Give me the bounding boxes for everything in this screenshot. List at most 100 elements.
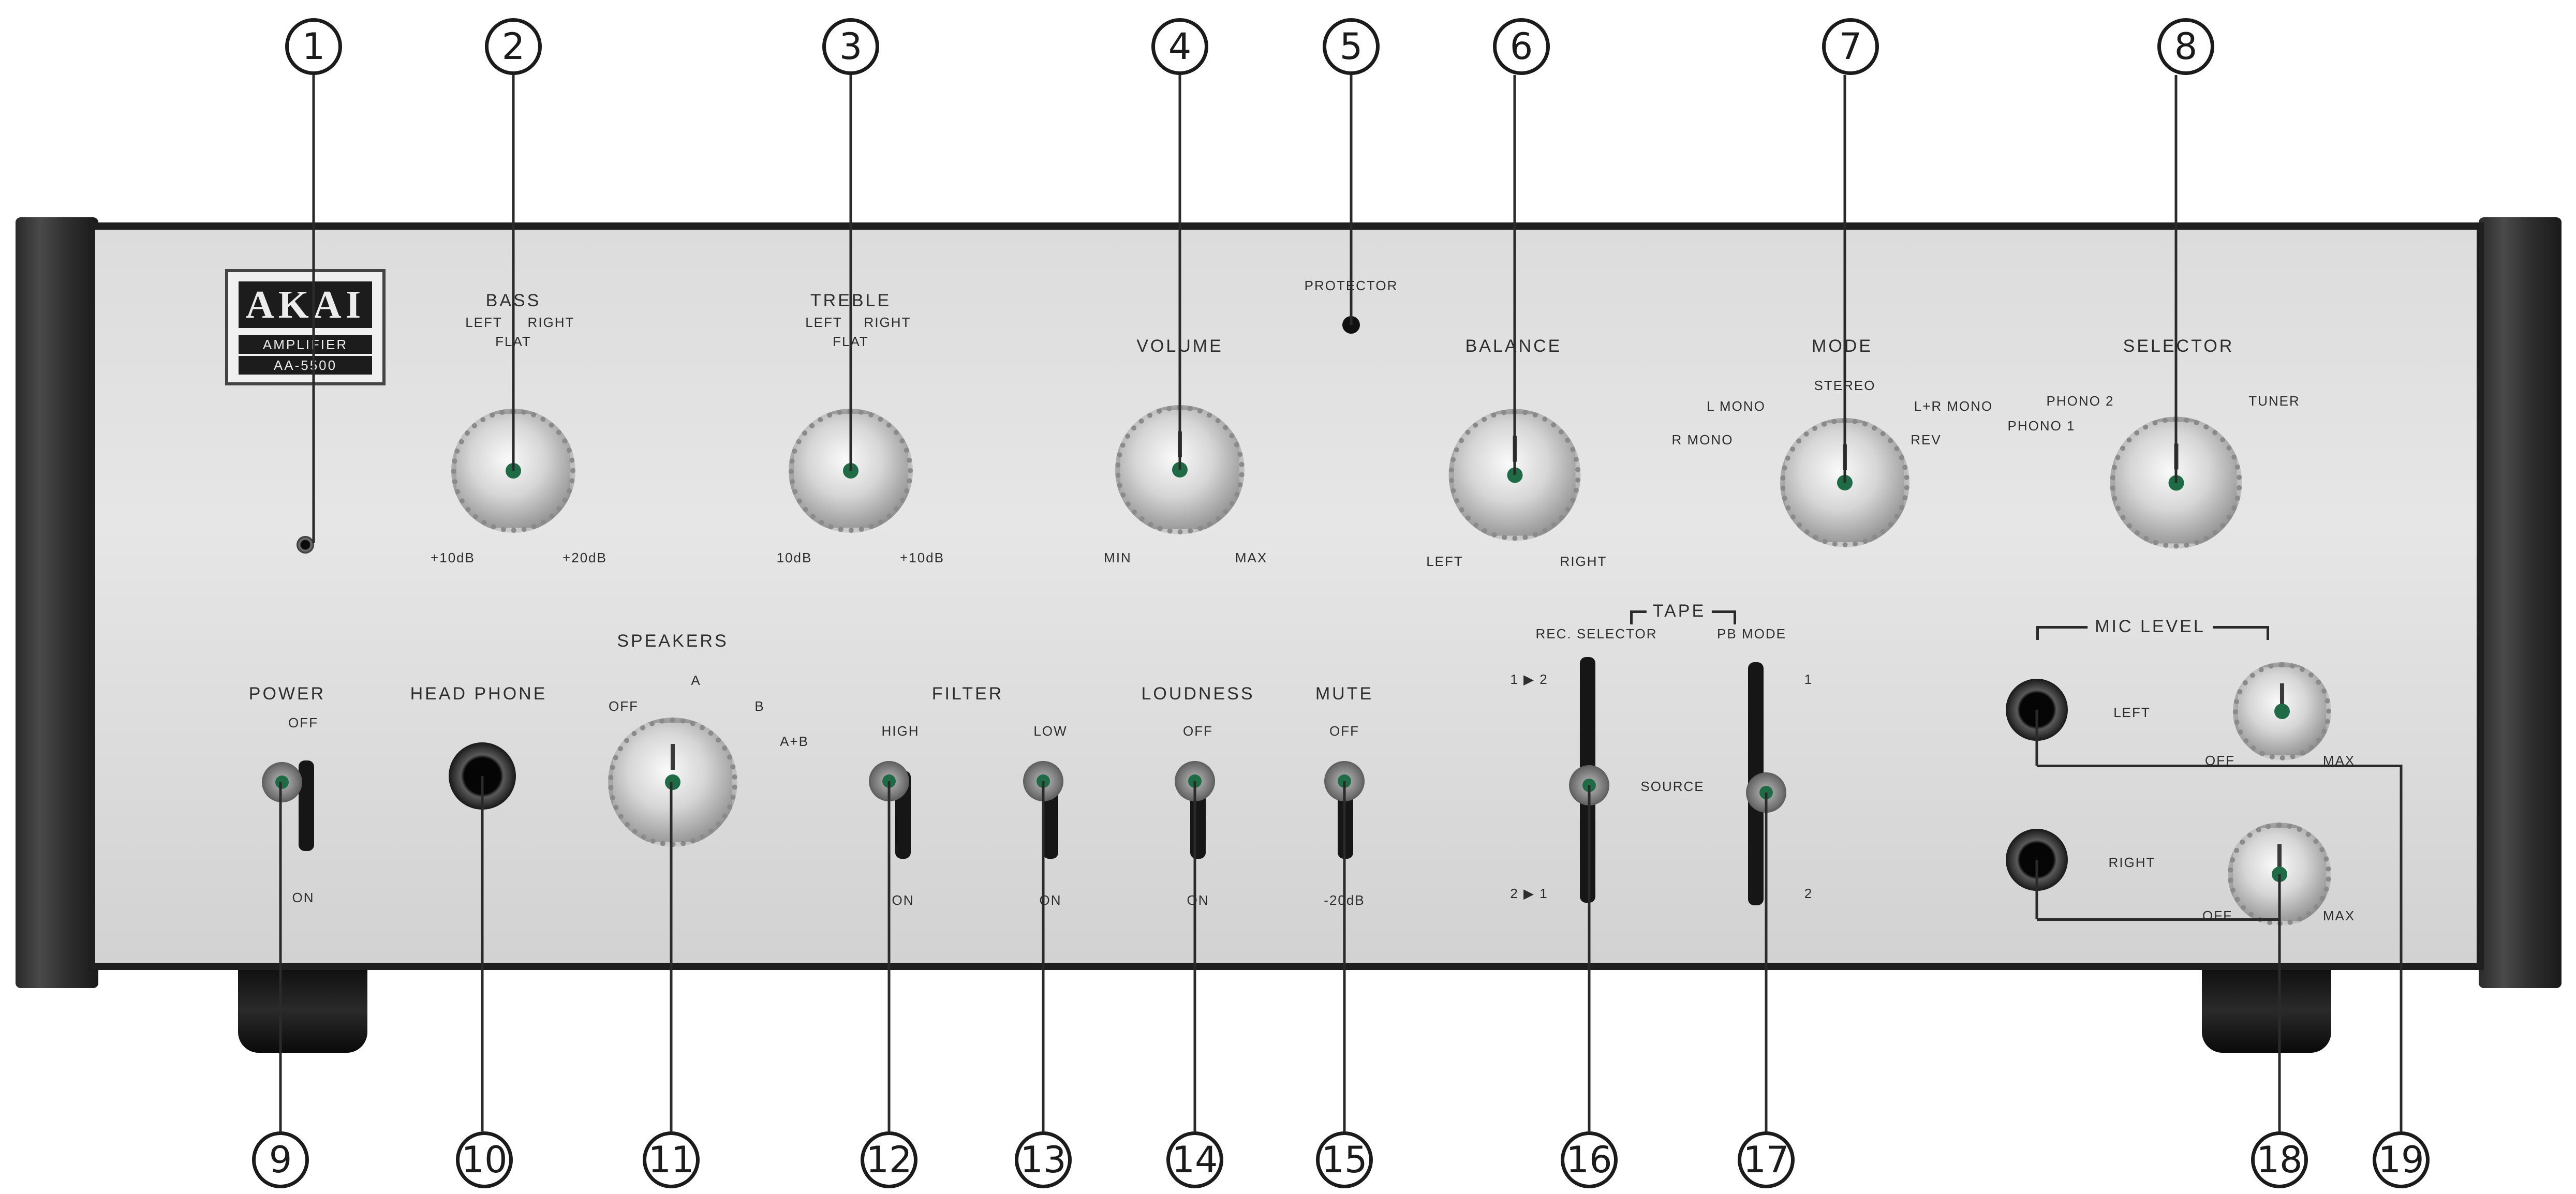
source-label: SOURCE	[1640, 779, 1704, 795]
leader-15	[1343, 781, 1346, 1131]
rec-2to1-label: 2 ▶ 1	[1510, 886, 1548, 902]
volume-max-label: MAX	[1235, 550, 1267, 566]
tape-label: TAPE	[1647, 601, 1712, 621]
power-switch-slot	[299, 760, 314, 851]
leader-4	[1179, 75, 1181, 470]
speakers-knob[interactable]	[608, 718, 737, 847]
callout-12: 12	[861, 1131, 917, 1188]
leader-19	[2400, 765, 2403, 1131]
selector-tuner-label: TUNER	[2248, 393, 2300, 409]
left-side-panel	[16, 217, 98, 988]
speakers-label: SPEAKERS	[617, 631, 728, 651]
pilot-lamp	[297, 536, 314, 554]
leader-12	[888, 781, 891, 1131]
callout-1: 1	[285, 18, 342, 75]
rec-selector-label: REC. SELECTOR	[1535, 626, 1657, 642]
callout-15: 15	[1316, 1131, 1373, 1188]
power-label: POWER	[249, 684, 325, 704]
balance-right-label: RIGHT	[1560, 554, 1607, 570]
power-on-label: ON	[292, 890, 315, 906]
callout-18: 18	[2251, 1131, 2308, 1188]
treble-max-label: +10dB	[900, 550, 944, 566]
left-foot	[238, 967, 367, 1053]
mode-rev-label: REV	[1911, 432, 1941, 448]
bass-right-label: RIGHT	[528, 315, 575, 331]
pb-1-label: 1	[1804, 671, 1813, 688]
callout-4: 4	[1151, 18, 1208, 75]
leader-16	[1588, 785, 1591, 1131]
filter-high-on-label: ON	[892, 892, 914, 908]
callout-13: 13	[1015, 1131, 1072, 1188]
leader-3	[850, 75, 852, 471]
callout-7: 7	[1822, 18, 1879, 75]
callout-19: 19	[2373, 1131, 2430, 1188]
filter-high-label: HIGH	[882, 723, 920, 739]
leader-19-jack	[2036, 710, 2038, 766]
selector-phono1-label: PHONO 1	[2007, 418, 2075, 434]
speakers-ab-label: A+B	[780, 734, 809, 750]
akai-logo-plate: AKAI AMPLIFIER AA-5500	[225, 269, 386, 385]
leader-9	[279, 782, 282, 1131]
mode-label: MODE	[1812, 336, 1873, 356]
treble-min-label: 10dB	[777, 550, 812, 566]
rec-1to2-label: 1 ▶ 2	[1510, 671, 1548, 688]
bass-min-label: +10dB	[431, 550, 475, 566]
model-line-2: AA-5500	[239, 356, 372, 375]
mic-left-label: LEFT	[2113, 705, 2151, 721]
selector-phono2-label: PHONO 2	[2046, 393, 2114, 409]
leader-5	[1350, 75, 1353, 325]
mode-lmono-label: L MONO	[1707, 398, 1766, 414]
leader-11	[670, 782, 673, 1131]
power-switch[interactable]	[262, 762, 302, 802]
leader-18-horizontal	[2037, 918, 2280, 921]
filter-low-label: LOW	[1033, 723, 1067, 739]
bass-max-label: +20dB	[562, 550, 607, 566]
loudness-on-label: ON	[1187, 892, 1209, 908]
treble-right-label: RIGHT	[864, 315, 911, 331]
bass-left-label: LEFT	[465, 315, 502, 331]
leader-14	[1194, 781, 1196, 1131]
mic-left-knob[interactable]	[2233, 662, 2331, 760]
callout-16: 16	[1561, 1131, 1618, 1188]
mic-level-label: MIC LEVEL	[2088, 617, 2213, 637]
right-foot	[2202, 967, 2331, 1053]
callout-11: 11	[643, 1131, 700, 1188]
callout-17: 17	[1738, 1131, 1795, 1188]
mic-right-max-label: MAX	[2323, 908, 2355, 924]
callout-6: 6	[1493, 18, 1550, 75]
leader-2	[512, 75, 515, 471]
model-line-1: AMPLIFIER	[239, 335, 372, 354]
right-side-panel	[2479, 217, 2562, 988]
volume-min-label: MIN	[1104, 550, 1132, 566]
callout-9: 9	[252, 1131, 309, 1188]
callout-2: 2	[485, 18, 542, 75]
callout-10: 10	[456, 1131, 513, 1188]
leader-18	[2278, 874, 2281, 1131]
mic-right-label: RIGHT	[2109, 855, 2156, 871]
speakers-a-label: A	[691, 673, 701, 689]
leader-17	[1765, 793, 1768, 1131]
mic-right-off-label: OFF	[2202, 908, 2232, 924]
callout-5: 5	[1323, 18, 1380, 75]
mode-rmono-label: R MONO	[1672, 432, 1734, 448]
treble-left-label: LEFT	[805, 315, 842, 331]
callout-14: 14	[1166, 1131, 1223, 1188]
callout-3: 3	[822, 18, 879, 75]
leader-10	[481, 776, 484, 1131]
leader-1	[313, 75, 315, 543]
leader-19-horizontal	[2037, 765, 2401, 767]
callout-8: 8	[2157, 18, 2214, 75]
filter-label: FILTER	[932, 684, 1004, 704]
headphone-label: HEAD PHONE	[410, 684, 547, 704]
pb-2-label: 2	[1804, 886, 1813, 902]
speakers-off-label: OFF	[609, 698, 639, 714]
power-off-label: OFF	[288, 715, 318, 731]
leader-7	[1844, 75, 1846, 483]
mode-lrmono-label: L+R MONO	[1914, 398, 1993, 414]
leader-6	[1514, 75, 1516, 475]
leader-8	[2175, 75, 2178, 483]
mute-label: MUTE	[1315, 684, 1373, 704]
leader-13	[1042, 781, 1045, 1131]
loudness-off-label: OFF	[1183, 723, 1213, 739]
mute-off-label: OFF	[1329, 723, 1359, 739]
